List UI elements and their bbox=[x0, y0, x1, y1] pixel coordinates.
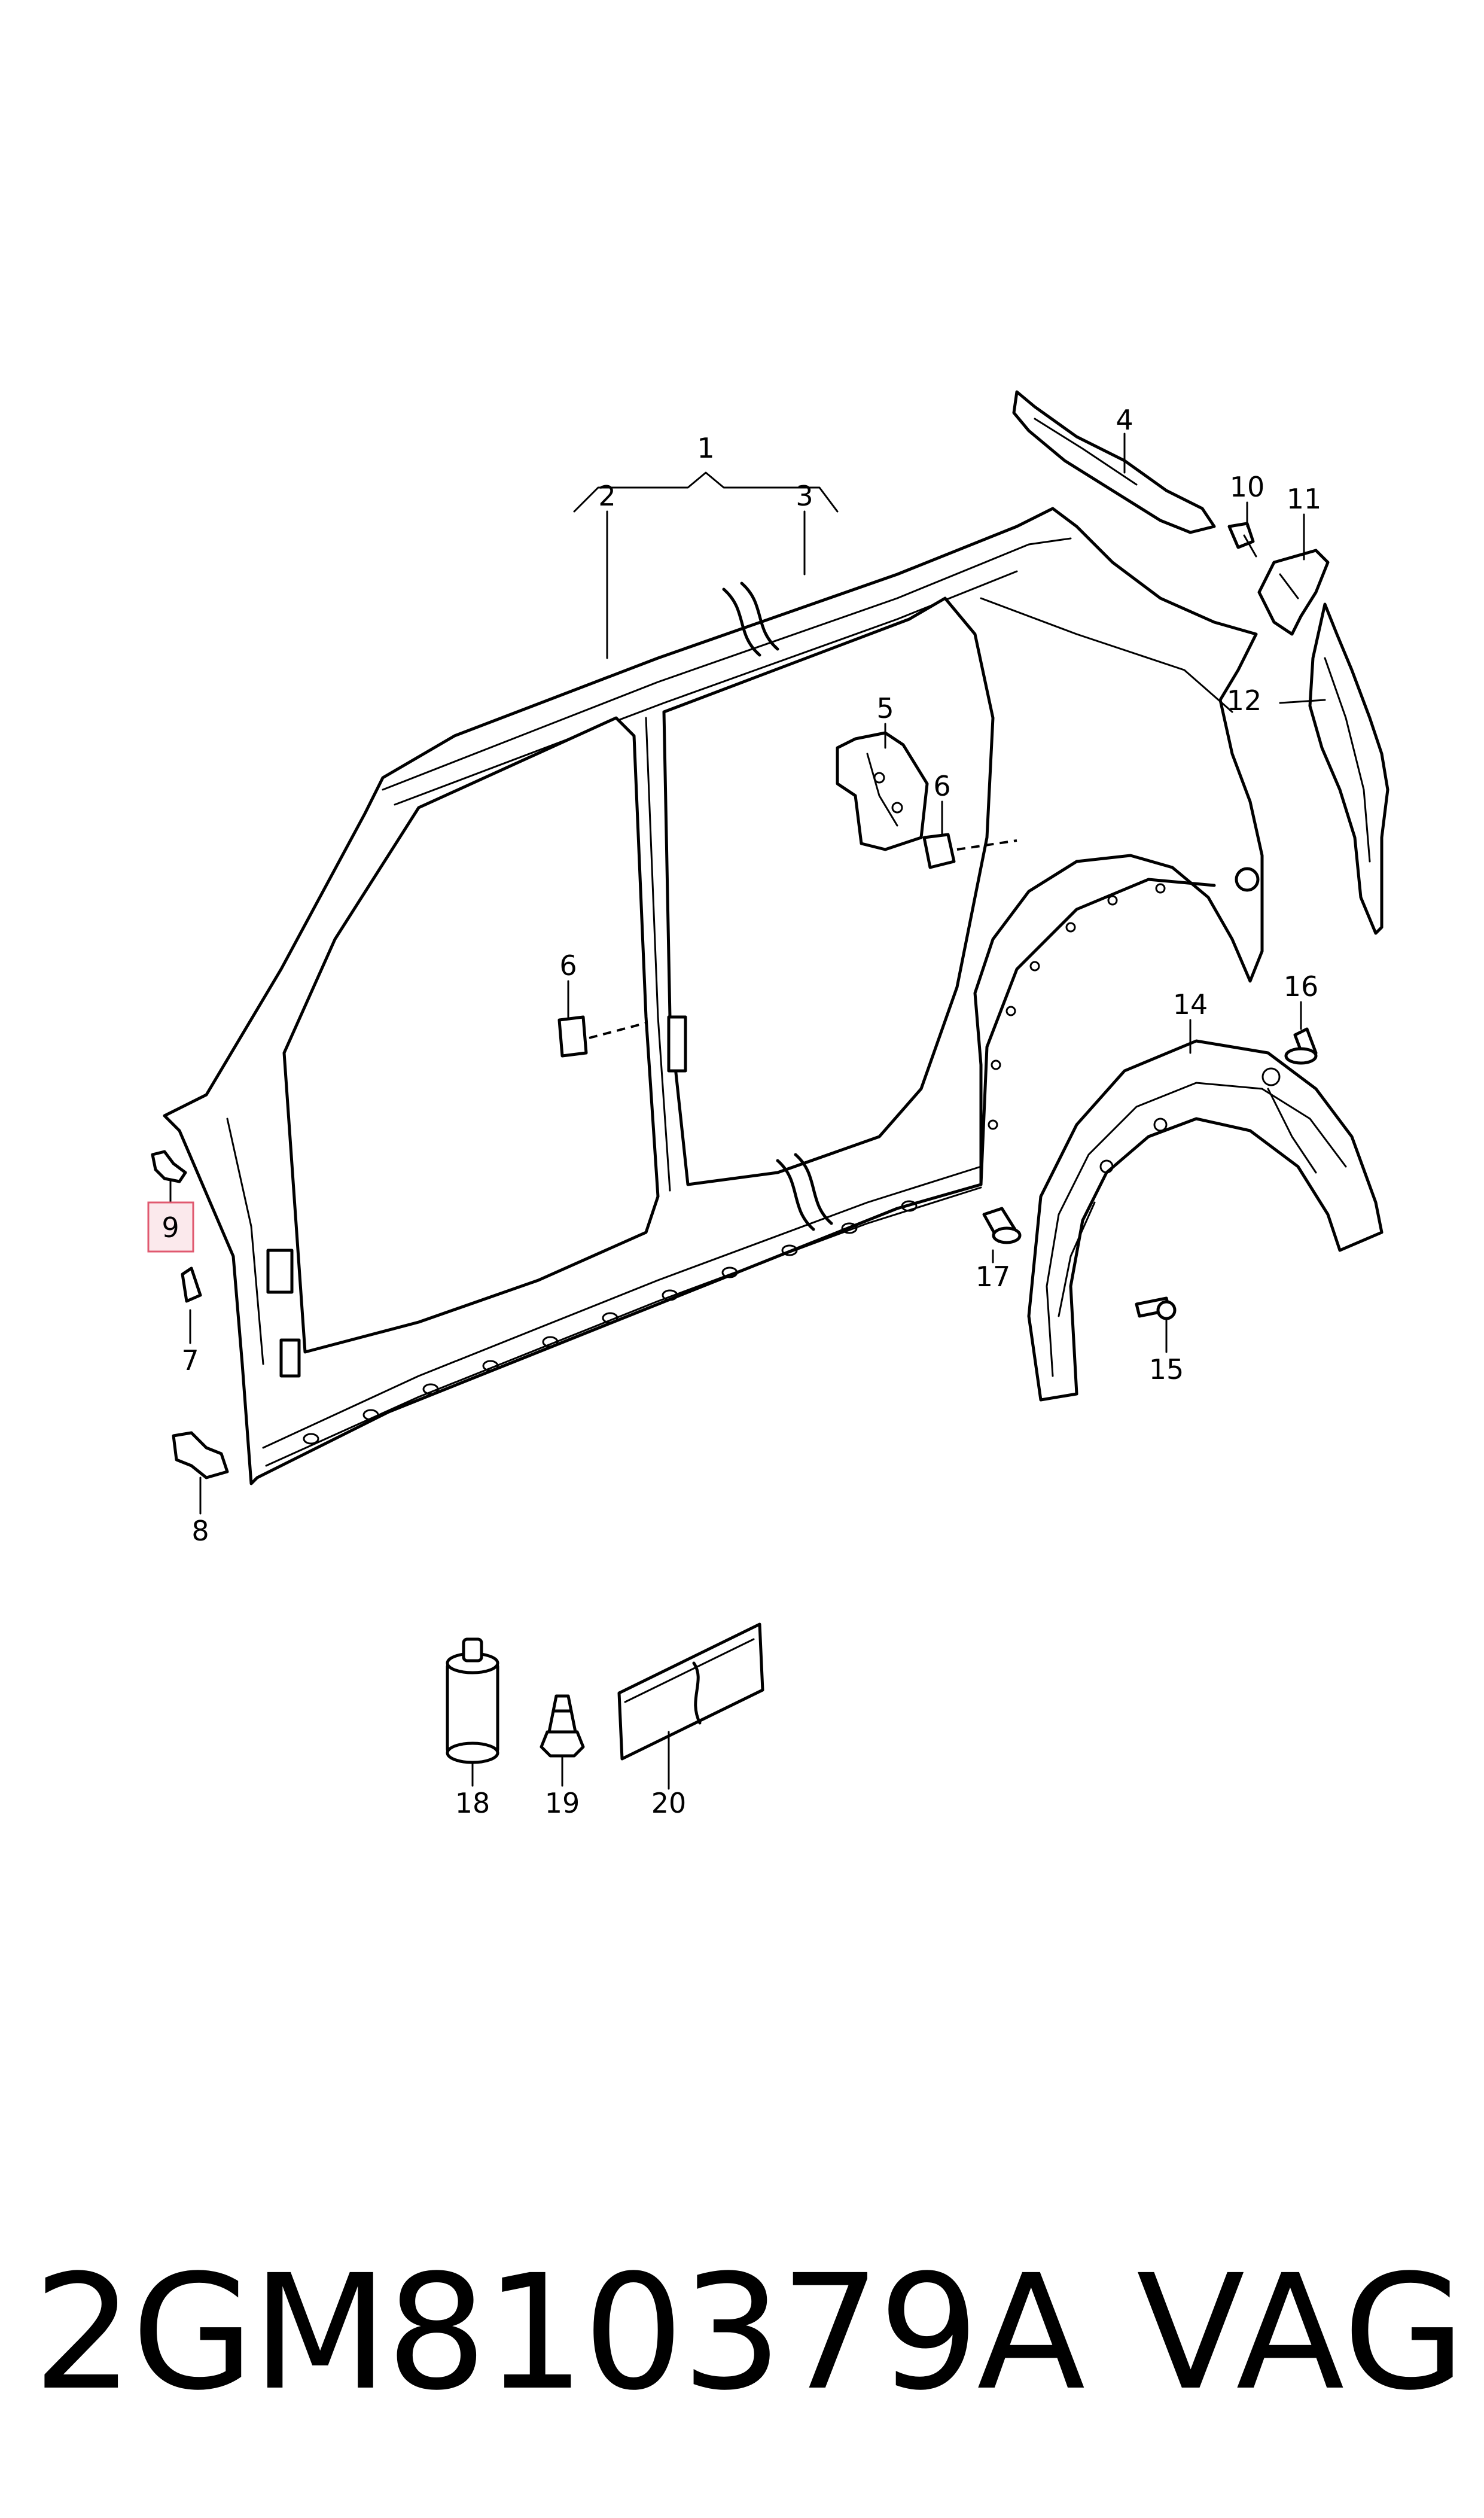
callout-9: 9 bbox=[161, 1211, 179, 1244]
arch-holes bbox=[988, 883, 1166, 1130]
callout-12: 12 bbox=[1227, 684, 1262, 717]
callout-11: 11 bbox=[1287, 483, 1322, 515]
part-17-clip bbox=[982, 1207, 1022, 1244]
part-5-bracket bbox=[836, 731, 929, 851]
part-14-wheelarch-liner bbox=[1027, 1039, 1384, 1402]
part-19-plug bbox=[540, 1694, 585, 1758]
callout-3: 3 bbox=[796, 480, 813, 512]
callout-7: 7 bbox=[181, 1344, 199, 1377]
callout-20: 20 bbox=[651, 1787, 687, 1819]
part-11-bracket bbox=[1257, 549, 1330, 636]
callout-16: 16 bbox=[1284, 970, 1319, 1003]
part-18-cartridge bbox=[446, 1637, 499, 1764]
part-7-clip bbox=[181, 1266, 202, 1303]
callout-2: 2 bbox=[598, 480, 615, 512]
callout-19: 19 bbox=[545, 1787, 580, 1819]
part-12-panel bbox=[1308, 602, 1389, 935]
callout-14: 14 bbox=[1173, 988, 1208, 1021]
sill-holes bbox=[303, 1200, 918, 1445]
callout-1: 1 bbox=[697, 432, 714, 464]
callout-6-rear: 6 bbox=[933, 770, 950, 802]
part-16-clip bbox=[1284, 1027, 1318, 1065]
callout-8: 8 bbox=[191, 1515, 209, 1547]
callout-18: 18 bbox=[455, 1787, 490, 1819]
part-8-bracket bbox=[172, 1431, 229, 1479]
callout-labels: 1 2 3 4 5 6 6 7 8 9 10 11 12 14 15 16 17… bbox=[161, 404, 1321, 1819]
part-20-pad bbox=[617, 1622, 764, 1761]
part-10-clip bbox=[1227, 522, 1257, 558]
part-number: 2GM810379A bbox=[33, 2241, 1085, 2425]
part-6-plate-front bbox=[557, 1015, 647, 1058]
callout-4: 4 bbox=[1116, 404, 1133, 436]
callout-9-highlight bbox=[147, 1201, 194, 1253]
callout-15: 15 bbox=[1149, 1353, 1184, 1386]
callout-5: 5 bbox=[876, 692, 894, 724]
brand-label: VAG bbox=[1136, 2241, 1467, 2425]
part-15-screw bbox=[1135, 1296, 1177, 1320]
side-panel-assembly bbox=[163, 507, 1264, 1485]
callout-10: 10 bbox=[1230, 471, 1265, 503]
part-4-bracket bbox=[1012, 390, 1216, 534]
callout-6-front: 6 bbox=[559, 949, 577, 982]
part-9-bracket bbox=[151, 1150, 187, 1183]
callout-17: 17 bbox=[976, 1260, 1011, 1293]
part-6-plate-rear bbox=[922, 833, 1017, 869]
leader-lines bbox=[169, 433, 1326, 1790]
